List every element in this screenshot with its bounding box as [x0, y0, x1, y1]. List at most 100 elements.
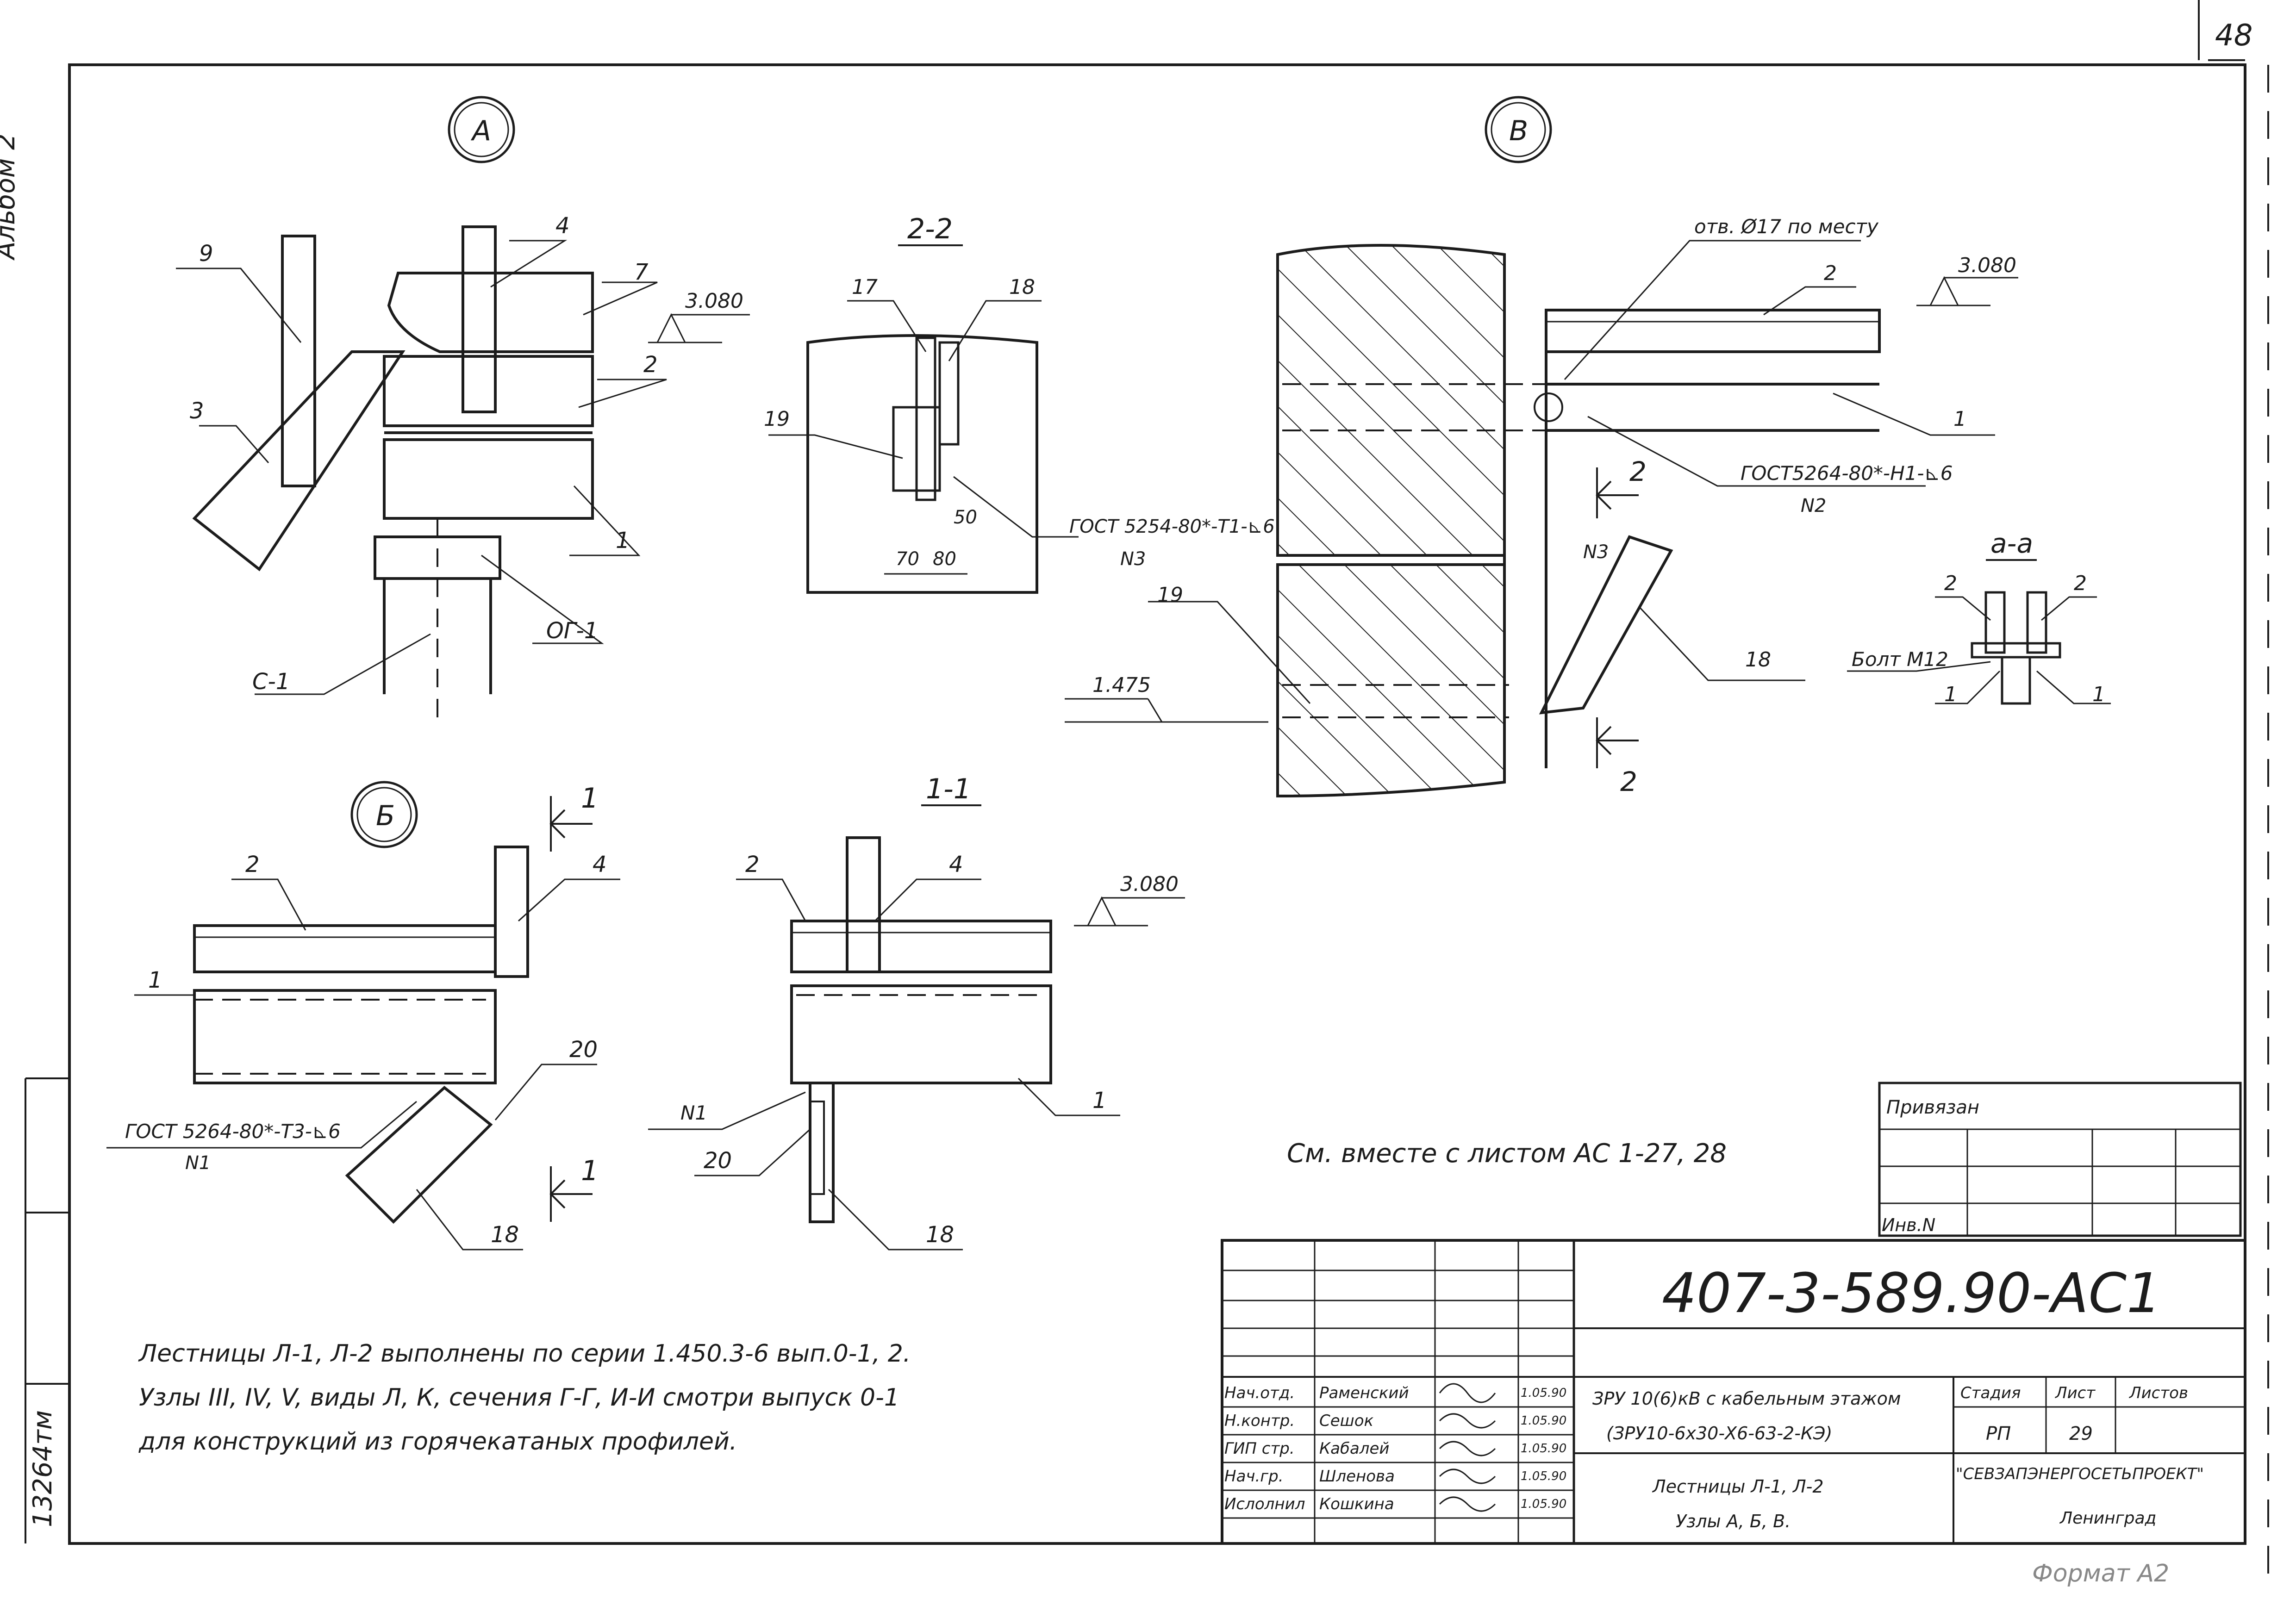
- designation: 407-3-589.90-АС1: [1662, 1261, 2162, 1325]
- callout-a-2: 2: [643, 352, 658, 378]
- name-2: Сешок: [1319, 1412, 1374, 1430]
- callout-11-18: 18: [926, 1222, 955, 1248]
- callout-a-7: 7: [634, 259, 649, 285]
- callout-a-1: 1: [616, 528, 630, 554]
- weld-b: ГОСТ5264-80*-Н1-⊾6: [1741, 462, 1953, 485]
- dim-22-70: 70: [896, 548, 919, 570]
- see-also-note: См. вместе с листом АС 1-27, 28: [1287, 1139, 1727, 1169]
- section-1-1-title: 1-1: [926, 773, 971, 805]
- callout-11-1: 1: [1092, 1088, 1107, 1114]
- callout-b-2: 2: [1824, 261, 1837, 285]
- callout-a-4: 4: [555, 213, 570, 239]
- callout-b-1: 1: [1953, 407, 1966, 431]
- note-line-3: для конструкций из горячекатаных профиле…: [139, 1428, 737, 1456]
- callout-a-9: 9: [199, 241, 213, 267]
- role-2: Н.контр.: [1224, 1412, 1295, 1430]
- callout-a-3: 3: [190, 398, 204, 424]
- view-b-title: В: [1509, 115, 1529, 147]
- project-name: ЗРУ 10(6)кВ с кабельным этажом: [1592, 1388, 1901, 1409]
- page-number: 48: [2215, 19, 2253, 53]
- callout-b-n3: N3: [1583, 541, 1609, 563]
- view-b-upper: [1065, 96, 2018, 798]
- callout-b-19: 19: [1157, 583, 1183, 607]
- elevation-a: 3.080: [685, 289, 743, 313]
- role-1: Нач.отд.: [1224, 1384, 1295, 1402]
- binding-inv-label: Инв.N: [1882, 1215, 1936, 1235]
- date-2: 1.05.90: [1521, 1414, 1567, 1428]
- weld-22: ГОСТ 5254-80*-Т1-⊾6: [1069, 516, 1275, 537]
- sheet-frame: [25, 0, 2269, 1583]
- callout-22-18: 18: [1009, 275, 1035, 299]
- dim-22-80: 80: [933, 548, 956, 570]
- weld-node-b: N2: [1801, 495, 1827, 516]
- stage-value: РП: [1986, 1423, 2011, 1444]
- role-5: Ислолнил: [1224, 1495, 1305, 1513]
- weld-bc: ГОСТ 5264-80*-Т3-⊾6: [125, 1120, 341, 1143]
- inventory-number: 13264тм: [28, 1410, 58, 1527]
- callout-11-2: 2: [745, 852, 760, 877]
- date-5: 1.05.90: [1521, 1497, 1567, 1511]
- title-block: [1221, 1239, 2246, 1545]
- callout-a-c1: С-1: [252, 669, 290, 695]
- org-city: Ленинград: [2060, 1509, 2157, 1528]
- view-b-cyr-title: Б: [376, 800, 395, 832]
- name-3: Кабалей: [1319, 1439, 1390, 1458]
- name-4: Шленова: [1319, 1467, 1395, 1486]
- hole-note: отв. Ø17 по месту: [1694, 215, 1878, 238]
- role-4: Нач.гр.: [1224, 1467, 1284, 1486]
- note-line-1: Лестницы Л-1, Л-2 выполнены по серии 1.4…: [139, 1340, 911, 1368]
- callout-a-og1: ОГ-1: [546, 618, 599, 644]
- section-a-a: [1847, 559, 2111, 705]
- sheet-title-1: Лестницы Л-1, Л-2: [1653, 1476, 1824, 1497]
- section-mark-1-bottom: 1: [581, 1155, 599, 1187]
- section-a-a-title: а-а: [1990, 528, 2034, 559]
- binding-box: [1878, 1082, 2242, 1237]
- callout-22-17: 17: [852, 275, 878, 299]
- callout-bc-20: 20: [569, 1037, 598, 1063]
- org-name: "СЕВЗАПЭНЕРГОСЕТЬПРОЕКТ": [1956, 1465, 2204, 1483]
- elevation-b-bottom: 1.475: [1092, 673, 1151, 697]
- callout-22-19: 19: [764, 407, 790, 431]
- date-4: 1.05.90: [1521, 1469, 1567, 1483]
- callout-11-n1: N1: [680, 1101, 708, 1124]
- role-3: ГИП стр.: [1224, 1439, 1295, 1458]
- elevation-11: 3.080: [1120, 872, 1179, 896]
- section-2-2: [768, 244, 1079, 594]
- name-5: Кошкина: [1319, 1495, 1394, 1513]
- callout-bc-4: 4: [593, 852, 607, 877]
- weld-node-bc: N1: [185, 1152, 211, 1174]
- section-mark-b-bottom: 2: [1620, 766, 1637, 797]
- binding-label: Привязан: [1886, 1097, 1980, 1118]
- section-1-1: [648, 804, 1185, 1251]
- album-label: Альбом 2: [0, 133, 21, 259]
- view-a-title: А: [472, 115, 492, 147]
- elevation-b-top: 3.080: [1958, 254, 2016, 277]
- callout-bc-18: 18: [491, 1222, 519, 1248]
- dim-22-50: 50: [954, 507, 977, 528]
- date-1: 1.05.90: [1521, 1386, 1567, 1400]
- callout-11-20: 20: [704, 1148, 732, 1174]
- date-3: 1.05.90: [1521, 1442, 1567, 1456]
- name-1: Раменский: [1319, 1384, 1409, 1402]
- sheets-label: Листов: [2129, 1384, 2189, 1402]
- sheet-label: Лист: [2055, 1384, 2096, 1402]
- callout-aa-2-right: 2: [2074, 572, 2087, 595]
- callout-bc-1: 1: [148, 967, 162, 993]
- note-line-2: Узлы III, IV, V, виды Л, К, сечения Г-Г,…: [139, 1384, 899, 1412]
- callout-aa-2-left: 2: [1944, 572, 1957, 595]
- callout-aa-1-left: 1: [1944, 683, 1957, 706]
- callout-11-4: 4: [949, 852, 963, 877]
- bolt-label: Болт М12: [1852, 648, 1948, 671]
- project-code: (ЗРУ10-6х30-Х6-63-2-КЭ): [1606, 1423, 1833, 1444]
- sheet-title-2: Узлы А, Б, В.: [1676, 1511, 1791, 1531]
- callout-aa-1-right: 1: [2092, 683, 2105, 706]
- section-2-2-title: 2-2: [907, 213, 953, 245]
- view-b-cyr: [106, 781, 620, 1251]
- stage-label: Стадия: [1960, 1384, 2021, 1402]
- weld-node-22: N3: [1120, 548, 1146, 570]
- section-mark-1-top: 1: [581, 782, 599, 815]
- section-mark-b-top: 2: [1629, 456, 1647, 487]
- sheet-value: 29: [2069, 1423, 2093, 1444]
- view-a: [176, 96, 750, 722]
